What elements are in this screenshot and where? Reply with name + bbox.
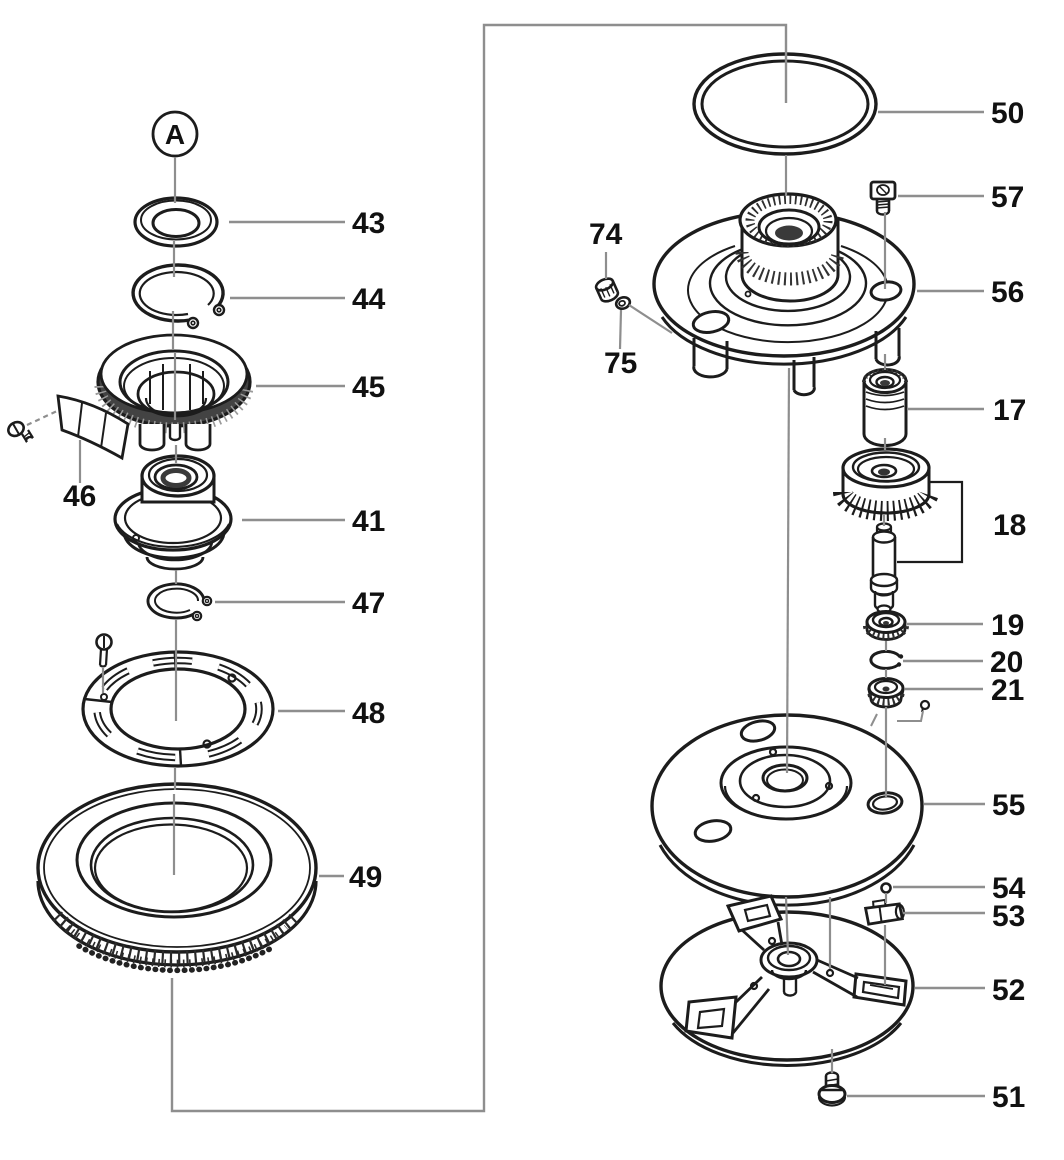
detail-marker-a [151,110,199,158]
part-label-57: 57 [991,181,1024,214]
part-44-retaining-ring [131,263,226,330]
part-label-44: 44 [352,283,386,316]
pin-detail [919,699,931,713]
part-46-shim-plate [56,394,130,461]
right-assembly [594,52,939,1107]
part-label-20: 20 [990,646,1023,679]
part-54-ball [880,882,892,894]
part-label-51: 51 [992,1081,1025,1114]
bracket-18 [897,480,964,564]
part-label-75: 75 [604,347,637,380]
part-label-56: 56 [991,276,1024,309]
part-label-48: 48 [352,697,385,730]
connector-line [170,23,788,1113]
part-label-21: 21 [991,674,1024,707]
part-label-43: 43 [352,207,385,240]
part-47-retaining-ring [146,582,213,622]
part-21-bushing [867,677,905,709]
part-label-74: 74 [589,218,623,251]
part-74-pin [594,277,620,303]
part-label-53: 53 [992,900,1025,933]
part-55-base-disc [650,713,924,907]
part-label-45: 45 [352,371,385,404]
part-20-snap-ring [869,649,904,670]
part-label-55: 55 [992,789,1025,822]
part-18-gear-shaft [833,447,939,617]
part-57-screw [869,180,897,216]
part-51-screw [817,1071,847,1107]
part-label-17: 17 [993,394,1026,427]
part-17-sleeve [862,368,908,447]
part-label-50: 50 [991,97,1024,130]
part-label-49: 49 [349,861,382,894]
assembly-axis-lines [26,23,924,1113]
part-56-flange [652,192,916,397]
leader-lines [215,110,985,1098]
part-label-46: 46 [63,480,96,513]
part-label-52: 52 [992,974,1025,1007]
part-48-screw [95,633,113,668]
part-75-washer [614,296,632,310]
part-labels: A 43 44 45 46 41 47 48 49 50 57 56 74 75… [63,97,1026,1114]
part-label-19: 19 [991,609,1024,642]
part-43-washer [133,196,219,248]
part-53-clamp [863,898,906,926]
part-49-graduated-dial [36,782,318,974]
part-48-slotted-ring [81,650,275,768]
part-label-41: 41 [352,505,385,538]
part-label-47: 47 [352,587,385,620]
left-assembly [7,110,318,974]
part-52-spider-plate [659,894,915,1067]
part-41-hub [113,454,233,571]
detail-marker-a-label: A [165,119,185,150]
part-46-screw [7,420,34,443]
part-19-bearing [863,610,909,641]
part-label-54: 54 [992,872,1026,905]
part-label-18: 18 [993,509,1026,542]
